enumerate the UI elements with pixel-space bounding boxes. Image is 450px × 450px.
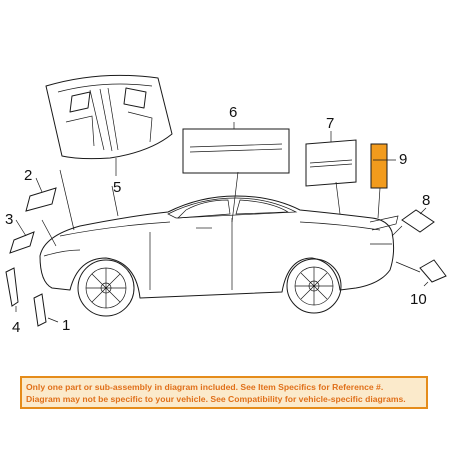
disclaimer-line-2: Diagram may not be specific to your vehi… bbox=[26, 393, 406, 404]
front-wheel bbox=[77, 259, 135, 317]
decal-part-8 bbox=[401, 209, 435, 233]
small-decals bbox=[5, 177, 447, 327]
callout-8: 8 bbox=[422, 192, 430, 209]
callout-9: 9 bbox=[399, 151, 407, 168]
callout-6: 6 bbox=[229, 104, 237, 121]
callout-4: 4 bbox=[12, 319, 20, 336]
callout-3: 3 bbox=[5, 211, 13, 228]
side-stripe-part-6 bbox=[182, 122, 290, 174]
callout-5: 5 bbox=[113, 179, 121, 196]
callout-labels: 1 2 3 4 5 6 7 8 9 10 bbox=[5, 104, 430, 336]
callout-7: 7 bbox=[326, 115, 334, 132]
decal-part-3 bbox=[9, 231, 35, 254]
decal-part-10 bbox=[419, 259, 447, 283]
disclaimer-banner: Only one part or sub-assembly in diagram… bbox=[20, 376, 428, 409]
quarter-decal-part-7 bbox=[305, 131, 357, 187]
callout-10: 10 bbox=[410, 291, 427, 308]
hood-decal-part-5 bbox=[45, 74, 173, 176]
decal-part-4 bbox=[5, 267, 19, 307]
callout-1: 1 bbox=[62, 317, 70, 334]
disclaimer-line-1: Only one part or sub-assembly in diagram… bbox=[26, 381, 384, 392]
decal-part-1 bbox=[33, 293, 47, 327]
callout-2: 2 bbox=[24, 167, 32, 184]
car-outline bbox=[39, 169, 421, 299]
rear-wheel bbox=[286, 258, 342, 314]
spoiler-decal-part-9 bbox=[370, 143, 396, 189]
decal-part-2 bbox=[25, 187, 57, 212]
